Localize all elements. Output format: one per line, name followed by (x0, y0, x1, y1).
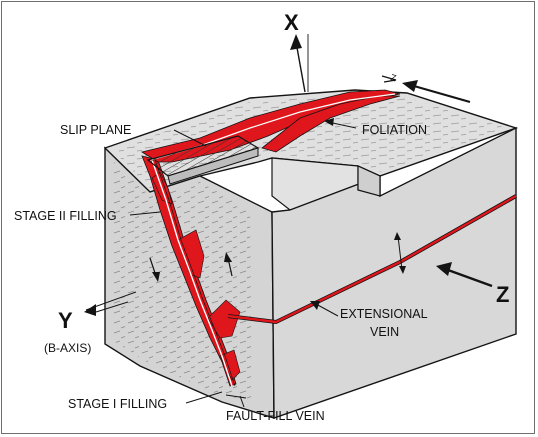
slip-plane-trace (151, 159, 233, 387)
double-arrow-down-head (399, 266, 406, 274)
slip-plane-block-side (167, 147, 259, 185)
x-axis-arrow-shaft (295, 41, 306, 93)
top-z-arrow-shaft (413, 85, 471, 103)
stage-one-leader (185, 391, 223, 404)
left-pointer-icon (84, 304, 96, 316)
z-axis-arrow-shaft (447, 268, 493, 288)
vein-bulge-lower (207, 299, 241, 339)
slip-plane-trace-outline (154, 159, 236, 387)
stage-two-leader (129, 211, 161, 216)
foliation-label: FOLIATION (362, 123, 427, 137)
y-axis-label: Y (58, 308, 73, 333)
half-arrow-icon (381, 75, 397, 83)
step-face (357, 165, 381, 197)
extensional-vein-label-1: EXTENSIONAL (340, 307, 428, 321)
extensional-leader (315, 303, 339, 317)
x-axis-label: X (284, 10, 299, 35)
shear-arrow-up-head (224, 252, 232, 262)
block-right-face (271, 126, 517, 419)
up-arrow-icon (290, 34, 302, 50)
shear-arrow-down-head (152, 272, 160, 282)
top-z-label: Z (389, 72, 397, 83)
fault-fill-vein-label: FAULT-FILL VEIN (226, 409, 325, 423)
double-arrow-icon (397, 235, 403, 271)
fault-fill-bracket (225, 394, 247, 399)
left-arrow-icon (402, 80, 418, 92)
extensional-vein-fill (227, 194, 517, 324)
extensional-vein-label-2: VEIN (370, 325, 399, 339)
top-vein-branch (261, 95, 401, 153)
extensional-leader-head (310, 301, 320, 310)
y-axis-line-lower (95, 301, 129, 313)
z-axis-label: Z (496, 282, 509, 307)
slip-plane-leader (173, 129, 207, 147)
z-arrow-head (436, 262, 452, 276)
stage-one-label: STAGE I FILLING (68, 397, 167, 411)
fault-fill-leader (239, 395, 245, 408)
y-axis-note: (B-AXIS) (44, 341, 91, 355)
slip-plane-label: SLIP PLANE (60, 123, 131, 137)
stage-two-label: STAGE II FILLING (14, 209, 117, 223)
double-arrow-up-head (394, 232, 401, 240)
foliation-leader-head (324, 118, 334, 126)
